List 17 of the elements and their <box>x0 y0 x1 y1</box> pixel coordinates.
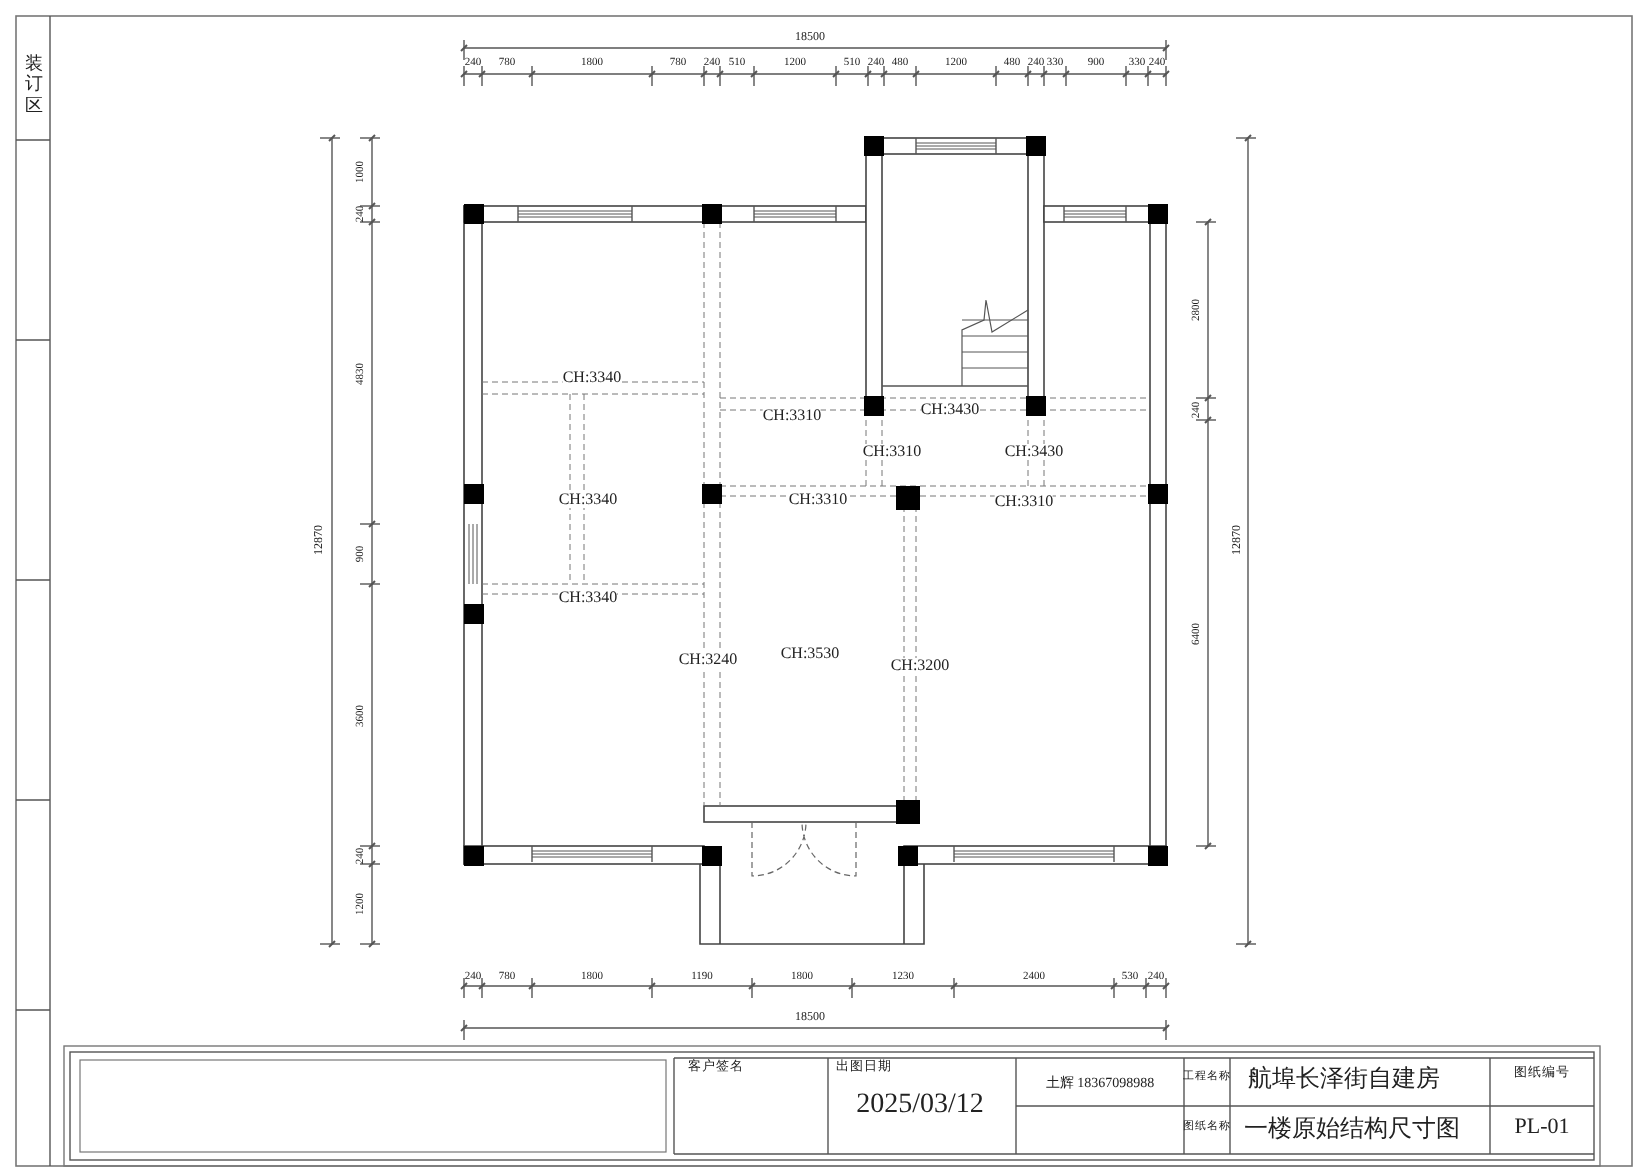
ceiling-height-label: CH:3340 <box>558 492 618 508</box>
ceiling-height-label: CH:3340 <box>558 590 618 606</box>
ceiling-height-label: CH:3430 <box>1004 444 1064 460</box>
ceiling-height-label: CH:3310 <box>994 494 1054 510</box>
ceiling-height-label: CH:3340 <box>562 370 622 386</box>
ceiling-height-label: CH:3200 <box>890 658 950 674</box>
drawing-number: PL-01 <box>1514 1117 1570 1139</box>
date-text: 2025/03/12 <box>856 1092 984 1120</box>
project-name: 航埠长泽街自建房 <box>1248 1066 1440 1090</box>
drawing-name: 一楼原始结构尺寸图 <box>1244 1116 1460 1140</box>
ceiling-height-label: CH:3430 <box>920 402 980 418</box>
ceiling-height-label: CH:3240 <box>678 652 738 668</box>
ceiling-height-label: CH:3310 <box>762 408 822 424</box>
ceiling-height-label: CH:3310 <box>862 444 922 460</box>
ceiling-height-label: CH:3310 <box>788 492 848 508</box>
ceiling-height-label: CH:3530 <box>780 646 840 662</box>
binding-area-label: 装订区 <box>25 52 43 116</box>
